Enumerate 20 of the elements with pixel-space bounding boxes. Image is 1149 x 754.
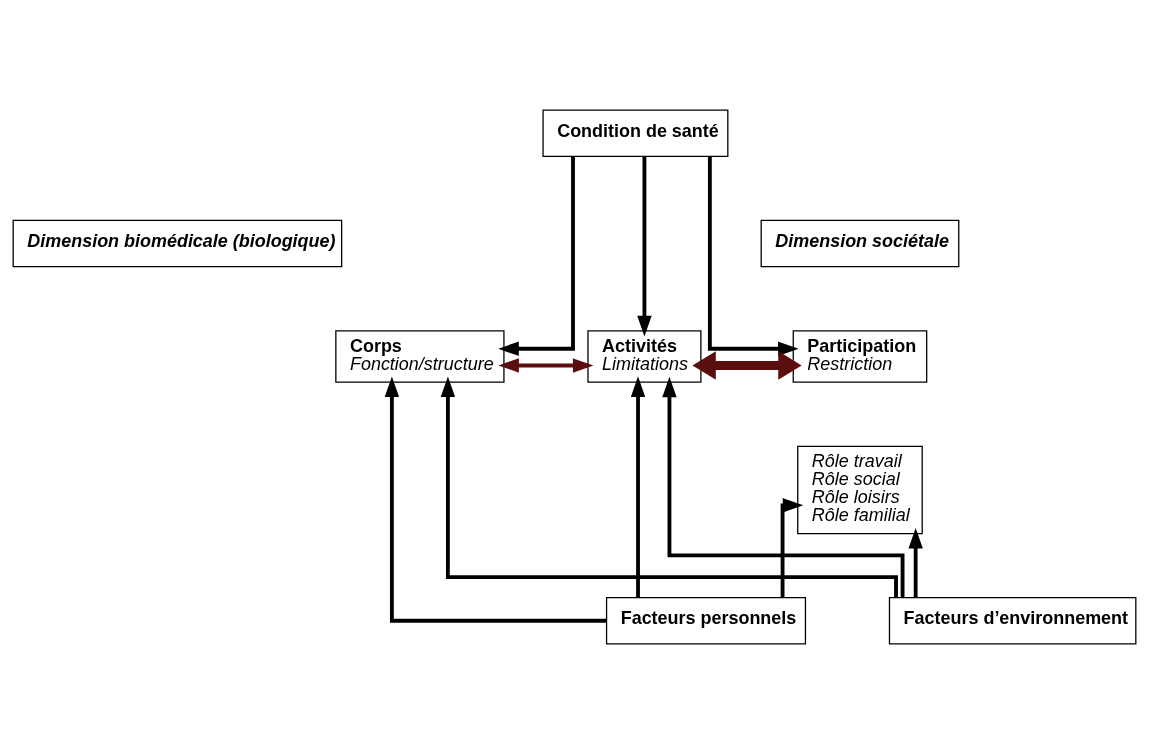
node-box: Facteurs personnels (605, 597, 807, 645)
node-box: Dimension biomédicale (biologique) (12, 219, 343, 268)
node-box: Corps Fonction/structure (335, 330, 505, 383)
node-box: Facteurs d’environnement (888, 597, 1137, 645)
node-box: Participation Restriction (792, 330, 928, 383)
arrow (498, 156, 575, 356)
arrow (908, 527, 923, 598)
arrow (780, 498, 804, 598)
arrow (637, 156, 652, 337)
arrow (692, 351, 802, 380)
arrow (707, 156, 799, 356)
arrow (630, 376, 646, 598)
node-box: Activités Limitations (587, 330, 702, 383)
arrow (662, 376, 905, 598)
arrow (384, 376, 607, 623)
arrow (498, 358, 594, 373)
node-box: Dimension sociétale (760, 219, 960, 268)
arrow (440, 376, 898, 598)
node-box: Rôle travail Rôle social Rôle loisirs Rôle familial (797, 445, 923, 535)
node-box: Condition de santé (542, 109, 729, 157)
